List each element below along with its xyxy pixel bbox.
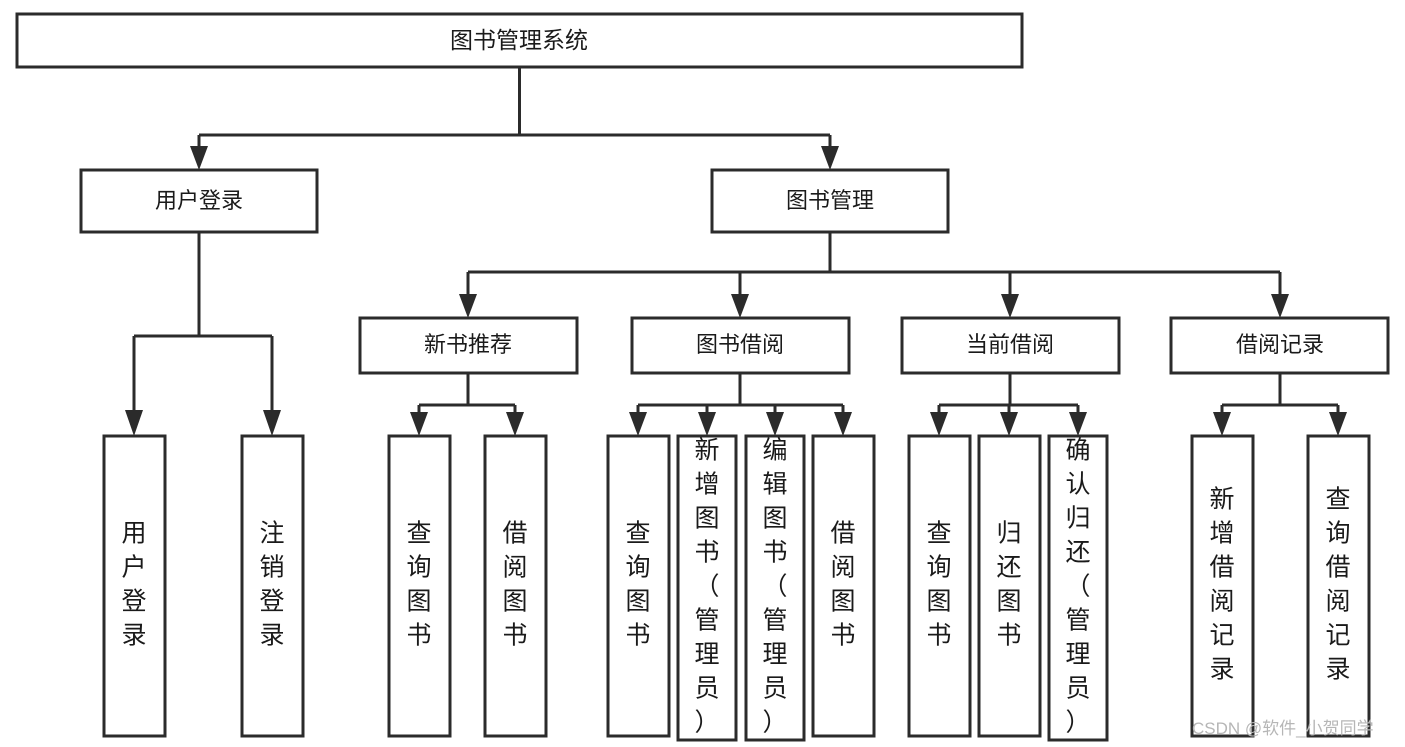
node-book-borrow[interactable]: 图书借阅 bbox=[630, 316, 851, 375]
connector-group-new-book-recommend bbox=[410, 373, 524, 436]
node-book-manage-label: 图书管理 bbox=[786, 188, 874, 213]
node-leaf-borrow-book-1[interactable]: 借阅图书 bbox=[483, 434, 548, 738]
node-leaf-query-borrow-record-box[interactable] bbox=[1306, 434, 1371, 738]
arrow-head-bookmanage bbox=[821, 146, 839, 170]
node-leaf-return-book[interactable]: 归还图书 bbox=[977, 434, 1042, 738]
connector-group-root bbox=[190, 67, 839, 170]
node-leaf-borrow-book-2-box[interactable] bbox=[811, 434, 876, 738]
node-leaf-add-book-admin-label: 新增图书（管理员） bbox=[694, 437, 719, 737]
node-leaf-user-login[interactable]: 用户登录 bbox=[102, 434, 167, 738]
arrow-head-leaf-add-borrow-record bbox=[1213, 412, 1231, 436]
node-leaf-query-book-2-box[interactable] bbox=[606, 434, 671, 738]
node-leaf-query-borrow-record[interactable]: 查询借阅记录 bbox=[1306, 434, 1371, 738]
arrow-head-leaf-add-book-admin bbox=[698, 412, 716, 436]
node-leaf-confirm-return-admin[interactable]: 确认归还（管理员） bbox=[1047, 434, 1109, 742]
node-book-manage[interactable]: 图书管理 bbox=[710, 168, 950, 234]
arrow-head-new-book-recommend bbox=[459, 294, 477, 318]
node-leaf-logout-login-label: 注销登录 bbox=[259, 520, 284, 650]
node-current-borrow[interactable]: 当前借阅 bbox=[900, 316, 1121, 375]
node-leaf-query-book-1-label: 查询图书 bbox=[406, 520, 431, 650]
node-borrow-record[interactable]: 借阅记录 bbox=[1169, 316, 1390, 375]
arrow-head-leaf-query-book-2 bbox=[629, 412, 647, 436]
node-leaf-query-book-3-box[interactable] bbox=[907, 434, 972, 738]
node-root[interactable]: 图书管理系统 bbox=[15, 12, 1024, 69]
arrow-head-leaf-query-borrow-record bbox=[1329, 412, 1347, 436]
node-current-borrow-box[interactable] bbox=[900, 316, 1121, 375]
node-leaf-borrow-book-1-box[interactable] bbox=[483, 434, 548, 738]
node-leaf-user-login-box[interactable] bbox=[102, 434, 167, 738]
node-new-book-recommend-box[interactable] bbox=[358, 316, 579, 375]
node-leaf-add-borrow-record[interactable]: 新增借阅记录 bbox=[1190, 434, 1255, 738]
csdn-watermark: CSDN @软件_小贺同学 bbox=[1192, 719, 1374, 738]
node-leaf-query-book-2[interactable]: 查询图书 bbox=[606, 434, 671, 738]
arrow-head-book-borrow bbox=[731, 294, 749, 318]
arrow-head-borrow-record bbox=[1271, 294, 1289, 318]
node-user-login-box[interactable] bbox=[79, 168, 319, 234]
arrow-head-leaf-edit-book-admin bbox=[766, 412, 784, 436]
connector-group-current-borrow bbox=[930, 373, 1087, 436]
node-leaf-logout-login-box[interactable] bbox=[240, 434, 305, 738]
node-book-manage-box[interactable] bbox=[710, 168, 950, 234]
node-book-borrow-label: 图书借阅 bbox=[696, 332, 784, 357]
node-leaf-edit-book-admin-label: 编辑图书（管理员） bbox=[762, 437, 787, 737]
connector-group-book-manage bbox=[459, 232, 1289, 318]
node-root-label: 图书管理系统 bbox=[450, 27, 588, 53]
arrow-head-current-borrow bbox=[1001, 294, 1019, 318]
connector-group-borrow-record bbox=[1213, 373, 1347, 436]
node-leaf-borrow-book-1-label: 借阅图书 bbox=[502, 520, 527, 650]
node-leaf-edit-book-admin-box[interactable] bbox=[744, 434, 806, 742]
node-leaf-query-book-2-label: 查询图书 bbox=[625, 520, 650, 650]
node-leaf-add-book-admin-box[interactable] bbox=[676, 434, 738, 742]
node-user-login-label: 用户登录 bbox=[155, 188, 243, 213]
connector-group-book-borrow bbox=[629, 373, 852, 436]
arrow-head-leaf-logout-login bbox=[263, 410, 281, 436]
connector-group-user-login bbox=[125, 232, 281, 436]
node-leaf-borrow-book-2-label: 借阅图书 bbox=[830, 520, 855, 650]
arrow-head-leaf-query-book-1 bbox=[410, 412, 428, 436]
node-root-box[interactable] bbox=[15, 12, 1024, 69]
arrow-head-leaf-borrow-book-2 bbox=[834, 412, 852, 436]
node-book-borrow-box[interactable] bbox=[630, 316, 851, 375]
node-leaf-query-book-3[interactable]: 查询图书 bbox=[907, 434, 972, 738]
arrow-head-leaf-user-login bbox=[125, 410, 143, 436]
node-leaf-add-borrow-record-label: 新增借阅记录 bbox=[1209, 486, 1234, 684]
node-leaf-return-book-label: 归还图书 bbox=[996, 520, 1021, 650]
node-leaf-confirm-return-admin-label: 确认归还（管理员） bbox=[1065, 437, 1090, 737]
arrow-head-leaf-borrow-book-1 bbox=[506, 412, 524, 436]
node-leaf-add-book-admin[interactable]: 新增图书（管理员） bbox=[676, 434, 738, 742]
node-leaf-add-borrow-record-box[interactable] bbox=[1190, 434, 1255, 738]
node-user-login[interactable]: 用户登录 bbox=[79, 168, 319, 234]
node-leaf-logout-login[interactable]: 注销登录 bbox=[240, 434, 305, 738]
node-new-book-recommend[interactable]: 新书推荐 bbox=[358, 316, 579, 375]
node-borrow-record-label: 借阅记录 bbox=[1236, 332, 1324, 357]
node-borrow-record-box[interactable] bbox=[1169, 316, 1390, 375]
node-leaf-user-login-label: 用户登录 bbox=[121, 520, 146, 650]
node-leaf-query-book-1-box[interactable] bbox=[387, 434, 452, 738]
arrow-head-leaf-query-book-3 bbox=[930, 412, 948, 436]
node-leaf-return-book-box[interactable] bbox=[977, 434, 1042, 738]
node-new-book-recommend-label: 新书推荐 bbox=[424, 332, 512, 357]
node-leaf-confirm-return-admin-box[interactable] bbox=[1047, 434, 1109, 742]
node-leaf-edit-book-admin[interactable]: 编辑图书（管理员） bbox=[744, 434, 806, 742]
arrow-head-leaf-return-book bbox=[1000, 412, 1018, 436]
node-current-borrow-label: 当前借阅 bbox=[966, 332, 1054, 357]
node-leaf-query-book-1[interactable]: 查询图书 bbox=[387, 434, 452, 738]
node-leaf-query-borrow-record-label: 查询借阅记录 bbox=[1325, 486, 1350, 684]
arrow-head-userlogin bbox=[190, 146, 208, 170]
node-leaf-borrow-book-2[interactable]: 借阅图书 bbox=[811, 434, 876, 738]
node-leaf-query-book-3-label: 查询图书 bbox=[926, 520, 951, 650]
arrow-head-leaf-confirm-return-admin bbox=[1069, 412, 1087, 436]
